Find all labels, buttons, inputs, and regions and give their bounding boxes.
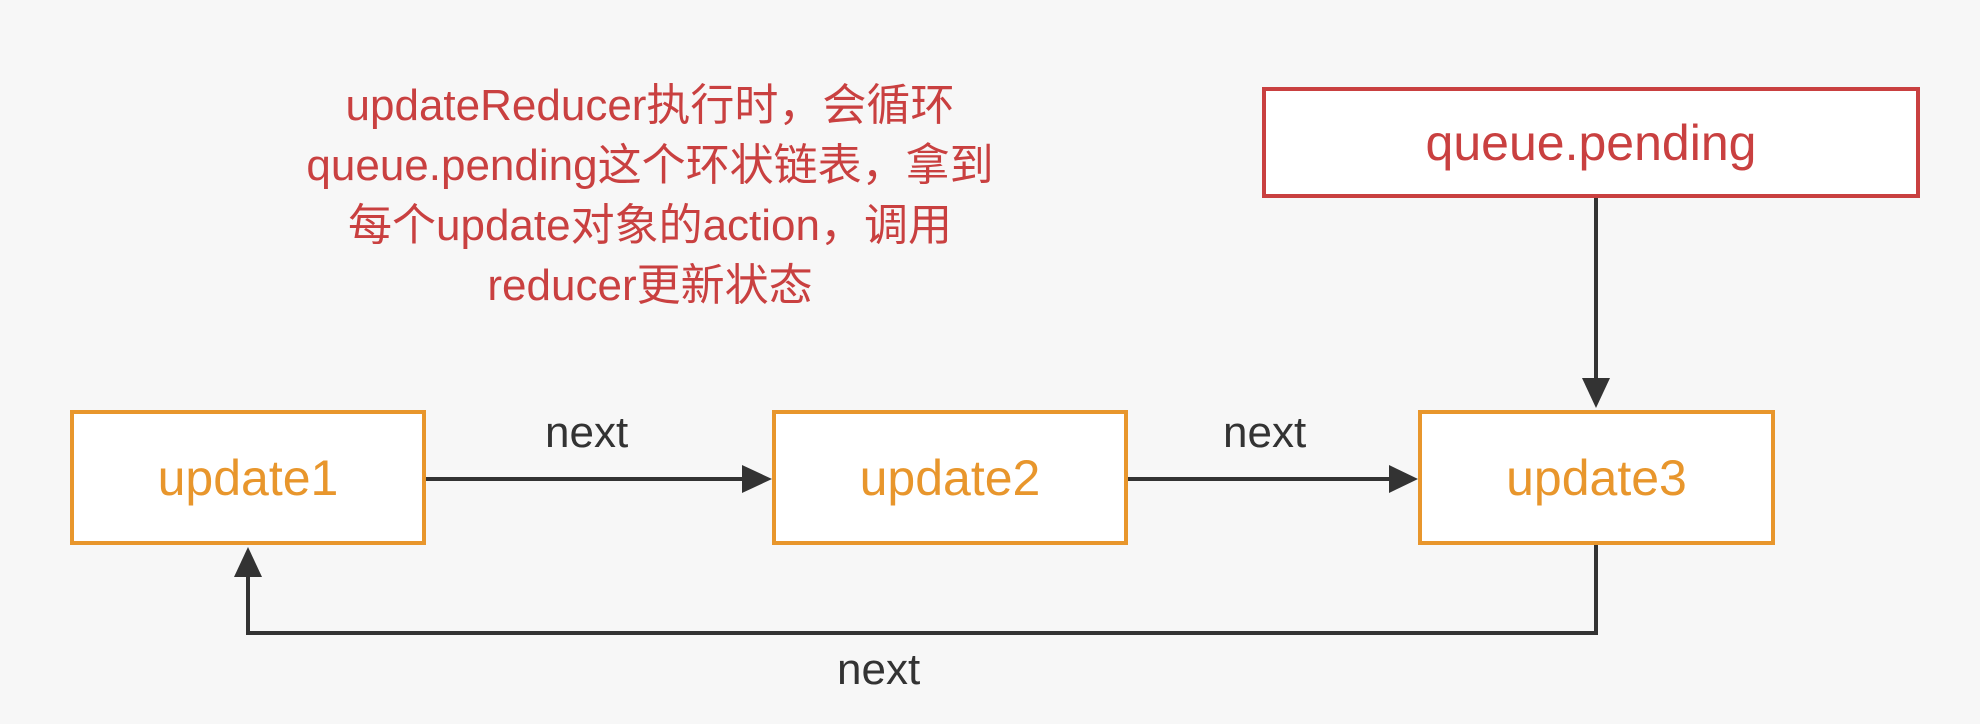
edge-update2-to-update3 (1128, 465, 1418, 493)
edge-update3-to-update1 (234, 545, 1598, 635)
update2-node: update2 (772, 410, 1128, 545)
edge-label-next-2-to-3: next (1223, 408, 1307, 457)
queue-pending-node: queue.pending (1262, 87, 1920, 198)
edge-pending-to-update3 (1582, 198, 1610, 408)
edge-update1-to-update2 (426, 465, 772, 493)
update3-label: update3 (1506, 449, 1687, 506)
update3-node: update3 (1418, 410, 1775, 545)
queue-pending-label: queue.pending (1425, 114, 1757, 171)
edge-label-next-1-to-2: next (545, 408, 629, 457)
update2-label: update2 (859, 449, 1041, 506)
annotation-line-2: queue.pending这个环状链表，拿到 (306, 141, 994, 190)
annotation-line-1: updateReducer执行时，会循环 (345, 81, 955, 130)
update1-label: update1 (157, 449, 339, 506)
annotation-line-3: 每个update对象的action，调用 (348, 201, 952, 250)
edge-label-next-3-to-1: next (837, 645, 921, 694)
update1-node: update1 (70, 410, 426, 545)
annotation-line-4: reducer更新状态 (487, 261, 813, 310)
annotation-text: updateReducer执行时，会循环 queue.pending这个环状链表… (185, 76, 1115, 316)
